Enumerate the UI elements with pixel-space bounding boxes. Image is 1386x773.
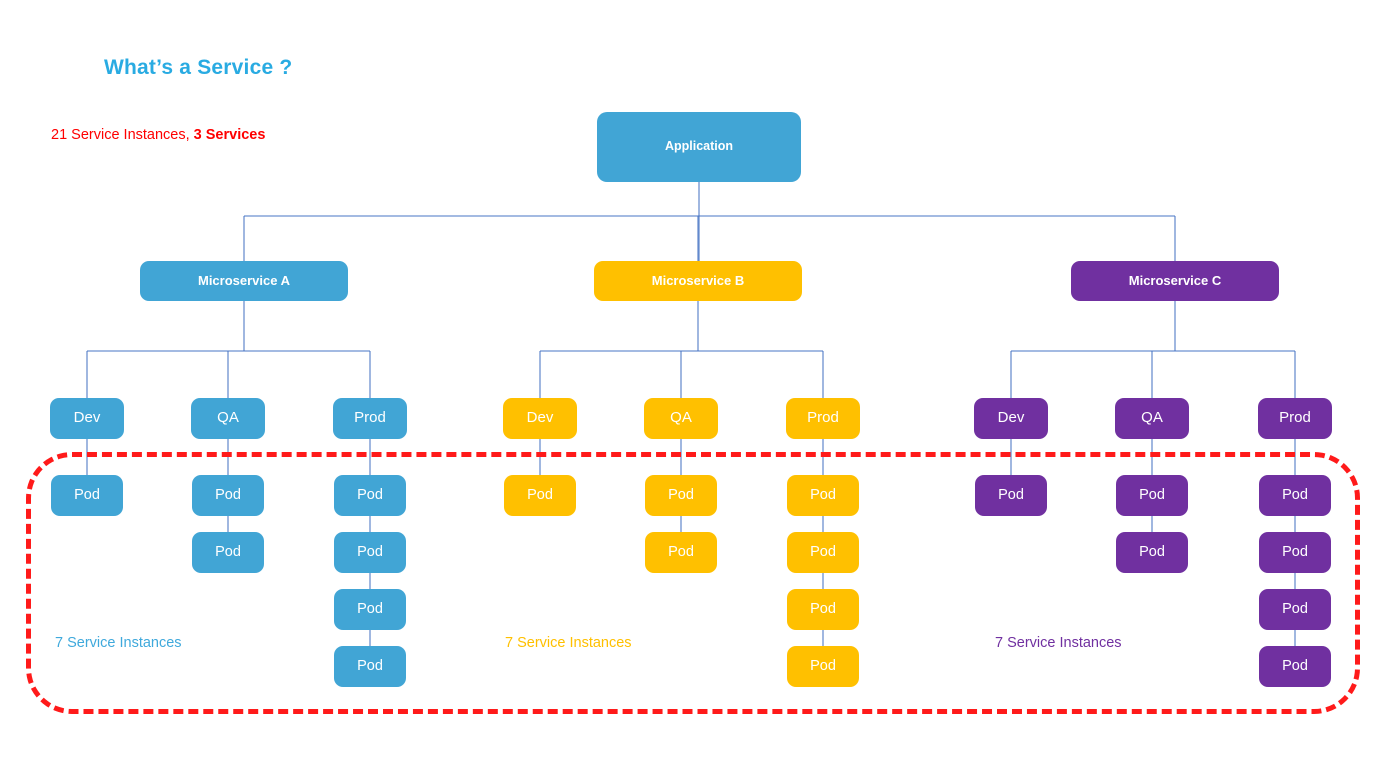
node-pod[interactable]: Pod — [1116, 532, 1188, 573]
node-microservice-c[interactable]: Microservice C — [1071, 261, 1279, 301]
page-title: What’s a Service ? — [104, 56, 293, 80]
node-pod[interactable]: Pod — [787, 475, 859, 516]
node-env-qa-b[interactable]: QA — [644, 398, 718, 439]
node-pod[interactable]: Pod — [1259, 475, 1331, 516]
node-application[interactable]: Application — [597, 112, 801, 182]
node-pod[interactable]: Pod — [504, 475, 576, 516]
node-pod[interactable]: Pod — [975, 475, 1047, 516]
node-pod[interactable]: Pod — [192, 475, 264, 516]
node-pod[interactable]: Pod — [1116, 475, 1188, 516]
node-env-dev-b[interactable]: Dev — [503, 398, 577, 439]
node-env-prod-b[interactable]: Prod — [786, 398, 860, 439]
node-pod[interactable]: Pod — [787, 532, 859, 573]
node-pod[interactable]: Pod — [334, 532, 406, 573]
instances-label: 7 Service Instances — [995, 635, 1122, 651]
node-pod[interactable]: Pod — [787, 589, 859, 630]
node-microservice-b[interactable]: Microservice B — [594, 261, 802, 301]
node-microservice-a[interactable]: Microservice A — [140, 261, 348, 301]
summary-instances: 21 Service Instances, — [51, 127, 194, 143]
node-pod[interactable]: Pod — [787, 646, 859, 687]
node-pod[interactable]: Pod — [192, 532, 264, 573]
node-pod[interactable]: Pod — [334, 589, 406, 630]
node-pod[interactable]: Pod — [51, 475, 123, 516]
node-env-prod-c[interactable]: Prod — [1258, 398, 1332, 439]
node-pod[interactable]: Pod — [1259, 589, 1331, 630]
node-pod[interactable]: Pod — [645, 532, 717, 573]
summary-services: 3 Services — [193, 127, 266, 143]
node-env-dev-c[interactable]: Dev — [974, 398, 1048, 439]
node-env-dev-a[interactable]: Dev — [50, 398, 124, 439]
node-env-qa-a[interactable]: QA — [191, 398, 265, 439]
node-env-qa-c[interactable]: QA — [1115, 398, 1189, 439]
node-pod[interactable]: Pod — [1259, 532, 1331, 573]
instances-label: 7 Service Instances — [505, 635, 632, 651]
node-pod[interactable]: Pod — [334, 475, 406, 516]
node-env-prod-a[interactable]: Prod — [333, 398, 407, 439]
node-pod[interactable]: Pod — [334, 646, 406, 687]
node-pod[interactable]: Pod — [1259, 646, 1331, 687]
node-pod[interactable]: Pod — [645, 475, 717, 516]
summary-count: 21 Service Instances, 3 Services — [51, 127, 265, 143]
instances-label: 7 Service Instances — [55, 635, 182, 651]
